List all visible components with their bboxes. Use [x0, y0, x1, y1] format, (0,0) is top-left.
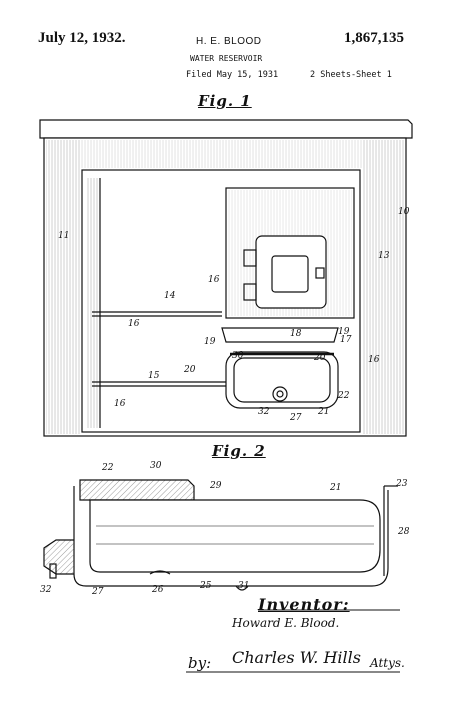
- svg-text:32: 32: [40, 585, 52, 595]
- fig1-cabinet: [39, 119, 413, 437]
- svg-text:17: 17: [340, 335, 352, 345]
- filed-date: Filed May 15, 1931: [186, 70, 279, 80]
- fig2-section: [43, 479, 398, 591]
- svg-text:20: 20: [313, 353, 326, 363]
- svg-text:13: 13: [378, 251, 390, 261]
- svg-text:16: 16: [368, 355, 380, 365]
- fig2-reference-numerals: 22 30 29 21 23 28 32 27 26 25 31: [40, 461, 410, 597]
- svg-text:14: 14: [164, 291, 176, 301]
- inventor-header: H. E. BLOOD: [196, 36, 262, 47]
- svg-text:26: 26: [151, 585, 164, 595]
- svg-text:22: 22: [101, 463, 114, 473]
- svg-text:22: 22: [337, 391, 350, 401]
- svg-text:20: 20: [183, 365, 196, 375]
- inventor-heading: Inventor:: [258, 595, 350, 614]
- by-label: by:: [188, 654, 212, 672]
- attorney-signature: Charles W. Hills: [232, 648, 361, 667]
- svg-text:30: 30: [232, 351, 244, 361]
- svg-text:28: 28: [397, 527, 410, 537]
- svg-text:16: 16: [114, 399, 126, 409]
- svg-text:11: 11: [58, 231, 69, 241]
- svg-text:30: 30: [150, 461, 162, 471]
- svg-text:15: 15: [148, 371, 160, 381]
- svg-text:21: 21: [317, 407, 329, 417]
- svg-text:27: 27: [289, 413, 302, 423]
- svg-text:25: 25: [199, 581, 212, 591]
- figure-1-label: Fig. 1: [198, 92, 252, 110]
- svg-text:10: 10: [398, 207, 410, 217]
- svg-text:16: 16: [128, 319, 140, 329]
- svg-text:23: 23: [395, 479, 408, 489]
- svg-text:29: 29: [209, 481, 222, 491]
- svg-text:32: 32: [258, 407, 270, 417]
- svg-text:31: 31: [238, 581, 249, 591]
- svg-text:19: 19: [204, 337, 216, 347]
- inventor-name: Howard E. Blood.: [232, 616, 340, 630]
- svg-text:21: 21: [329, 483, 341, 493]
- fig1-reference-numerals: 10 11 13 14 15 16 16 16 16 17 18 19 19 2…: [58, 207, 410, 423]
- patent-title: WATER RESERVOIR: [190, 54, 263, 63]
- svg-text:27: 27: [91, 587, 104, 597]
- sheet-count: 2 Sheets-Sheet 1: [310, 70, 392, 80]
- svg-text:19: 19: [338, 327, 350, 337]
- patent-date: July 12, 1932.: [38, 30, 126, 46]
- patent-number: 1,867,135: [344, 30, 404, 46]
- attorneys-label: Attys.: [370, 656, 405, 670]
- svg-text:18: 18: [290, 329, 302, 339]
- svg-text:16: 16: [208, 275, 220, 285]
- figure-2-label: Fig. 2: [212, 442, 266, 460]
